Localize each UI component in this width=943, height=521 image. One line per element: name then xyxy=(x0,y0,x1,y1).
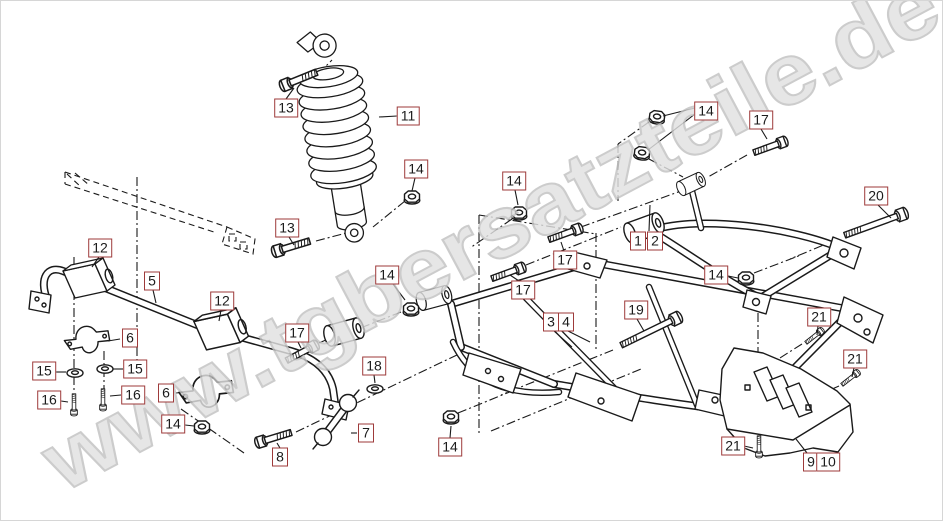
part-label-14-28[interactable]: 14 xyxy=(438,437,462,457)
part-label-5-15[interactable]: 5 xyxy=(144,271,160,291)
part-label-8-24[interactable]: 8 xyxy=(272,447,288,467)
leader-line xyxy=(560,241,565,252)
part-label-14-9[interactable]: 14 xyxy=(704,265,728,285)
leader-line xyxy=(91,256,100,268)
chassis-rail-dashed xyxy=(64,171,256,255)
leader-line xyxy=(107,338,121,342)
part-label-2-8[interactable]: 2 xyxy=(647,231,663,251)
part-label-4-30[interactable]: 4 xyxy=(558,312,574,332)
leader-line xyxy=(514,189,519,206)
part-label-12-16[interactable]: 12 xyxy=(210,291,234,311)
part-label-14-10[interactable]: 14 xyxy=(502,171,526,191)
leader-line xyxy=(175,391,186,394)
leader-line xyxy=(152,289,157,304)
part-label-14-13[interactable]: 14 xyxy=(375,265,399,285)
leader-line xyxy=(760,128,768,140)
bolt-8 xyxy=(252,426,294,450)
leader-line xyxy=(509,274,520,282)
leader-line xyxy=(648,204,651,232)
washer-18 xyxy=(366,384,384,394)
leader-line xyxy=(297,341,302,349)
bolt-21-b xyxy=(839,368,862,388)
leader-line xyxy=(851,367,855,378)
nut-14-shock xyxy=(403,190,421,205)
leader-line xyxy=(553,330,573,348)
part-label-21-32[interactable]: 21 xyxy=(807,307,831,327)
part-label-1-7[interactable]: 1 xyxy=(630,231,646,251)
part-label-17-11[interactable]: 17 xyxy=(553,250,577,270)
part-label-15-19[interactable]: 15 xyxy=(123,359,147,379)
leader-line xyxy=(184,424,195,427)
part-label-16-20[interactable]: 16 xyxy=(37,390,61,410)
leader-line xyxy=(392,283,406,301)
part-label-17-5[interactable]: 17 xyxy=(749,110,773,130)
leader-line xyxy=(378,115,398,118)
part-label-14-2[interactable]: 14 xyxy=(404,159,428,179)
bolt-20 xyxy=(841,205,911,242)
leader-line xyxy=(727,275,739,279)
leader-line xyxy=(567,330,591,343)
part-label-16-21[interactable]: 16 xyxy=(121,385,145,405)
part-label-19-31[interactable]: 19 xyxy=(624,300,648,320)
skid-plate xyxy=(719,347,854,457)
part-label-7-27[interactable]: 7 xyxy=(358,423,374,443)
leader-line xyxy=(877,204,892,219)
part-label-21-34[interactable]: 21 xyxy=(721,436,745,456)
part-label-21-33[interactable]: 21 xyxy=(843,349,867,369)
leader-line xyxy=(662,107,696,117)
washer-15-right xyxy=(96,364,114,374)
part-label-13-3[interactable]: 13 xyxy=(275,218,299,238)
bolt-13-lower xyxy=(269,234,313,259)
washer-15-left xyxy=(66,368,84,378)
part-label-13-0[interactable]: 13 xyxy=(274,98,298,118)
leader-line xyxy=(743,445,754,449)
part-label-18-26[interactable]: 18 xyxy=(362,356,386,376)
shock-absorber xyxy=(296,31,377,243)
part-label-11-1[interactable]: 11 xyxy=(396,106,420,126)
part-label-6-17[interactable]: 6 xyxy=(122,328,138,348)
part-label-10-36[interactable]: 10 xyxy=(816,452,840,472)
stabilizer-link xyxy=(312,389,360,450)
leader-line xyxy=(60,400,69,403)
leader-line xyxy=(285,87,295,100)
part-label-14-23[interactable]: 14 xyxy=(161,414,185,434)
leader-line xyxy=(276,442,281,449)
part-label-6-22[interactable]: 6 xyxy=(158,383,174,403)
part-label-14-4[interactable]: 14 xyxy=(694,101,718,121)
leader-line xyxy=(449,425,452,439)
nut-14-bottom xyxy=(442,410,460,425)
leader-line xyxy=(795,438,808,454)
upper-swing-arm xyxy=(620,170,862,315)
part-label-20-6[interactable]: 20 xyxy=(864,186,888,206)
part-label-17-12[interactable]: 17 xyxy=(511,280,535,300)
leader-line xyxy=(411,177,416,192)
leader-line xyxy=(816,325,819,336)
leader-line xyxy=(647,113,696,151)
part-label-3-29[interactable]: 3 xyxy=(543,312,559,332)
leader-lines xyxy=(56,87,892,454)
part-label-17-25[interactable]: 17 xyxy=(285,323,309,343)
leader-line xyxy=(288,236,295,246)
part-label-15-18[interactable]: 15 xyxy=(32,361,56,381)
leader-line xyxy=(373,374,376,384)
nut-14-rear xyxy=(737,271,755,286)
leader-line xyxy=(109,394,122,397)
leader-line xyxy=(218,309,222,322)
part-label-12-14[interactable]: 12 xyxy=(88,238,112,258)
leader-line xyxy=(636,318,645,332)
